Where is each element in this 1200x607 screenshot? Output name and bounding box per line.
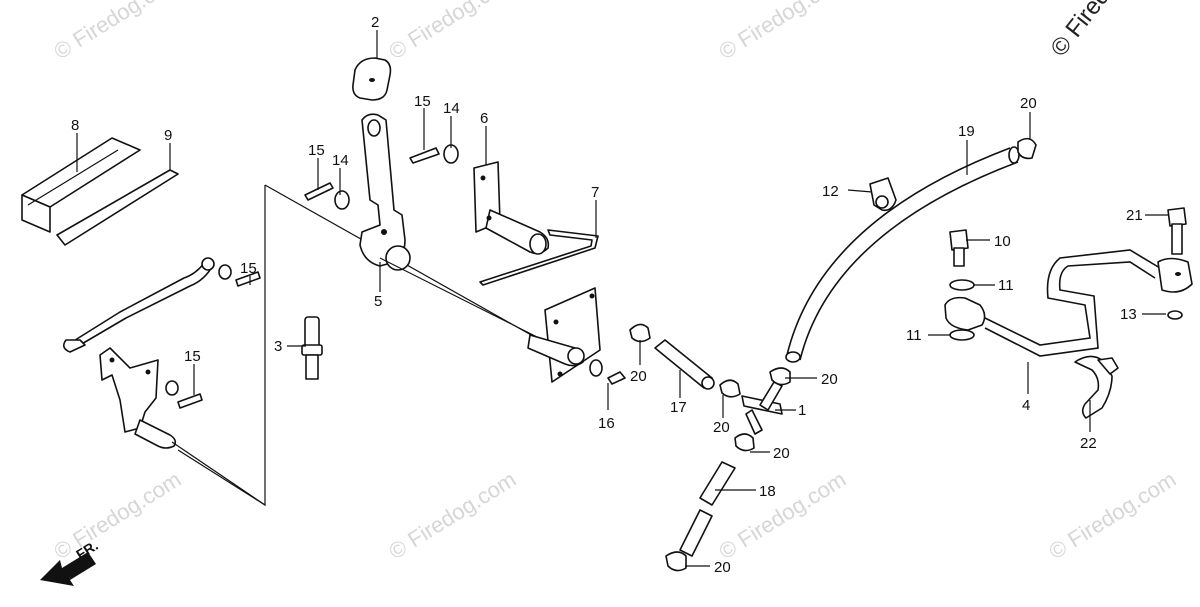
callout-22: 22 — [1080, 435, 1097, 452]
part-2-pad — [352, 57, 392, 101]
watermark: © Firedog.com — [49, 0, 185, 64]
clamp-20 — [769, 367, 791, 386]
pin-15 — [409, 147, 440, 164]
callout-21: 21 — [1126, 207, 1143, 224]
callout-20: 20 — [773, 445, 790, 462]
callout-11: 11 — [998, 277, 1014, 294]
callout-14: 14 — [332, 152, 349, 169]
callout-15: 15 — [414, 93, 431, 110]
watermark: © Firedog.com — [384, 0, 520, 64]
pin — [607, 371, 626, 385]
part-19-hose — [785, 146, 1020, 363]
watermark-corner: © Firedog — [1045, 0, 1131, 62]
washer — [165, 380, 179, 396]
clamp-20 — [629, 323, 651, 343]
left-bracket — [99, 347, 266, 506]
clamp-20 — [734, 433, 755, 452]
part-22-strap — [1074, 355, 1119, 419]
callout-20: 20 — [714, 559, 731, 576]
part-18-hose — [679, 461, 736, 557]
callout-19: 19 — [958, 123, 975, 140]
part-3-stud — [301, 316, 323, 380]
watermark: © Firedog.com — [714, 466, 850, 564]
callout-5: 5 — [374, 293, 382, 310]
callout-13: 13 — [1120, 306, 1137, 323]
callout-1: 1 — [798, 402, 806, 419]
clamp-20 — [1017, 137, 1037, 160]
callout-2: 2 — [371, 14, 379, 31]
base-plate — [527, 287, 601, 383]
callout-6: 6 — [480, 110, 488, 127]
callout-14: 14 — [443, 100, 460, 117]
watermark: © Firedog.com — [49, 466, 185, 564]
callout-9: 9 — [164, 127, 172, 144]
clamp-20 — [665, 551, 687, 572]
callout-7: 7 — [591, 184, 599, 201]
part-6-bracket — [473, 161, 550, 255]
callout-15: 15 — [240, 260, 257, 277]
callout-12: 12 — [822, 183, 839, 200]
callout-15: 15 — [308, 142, 325, 159]
clamp-20 — [719, 379, 741, 398]
callout-10: 10 — [994, 233, 1011, 250]
watermark: © Firedog.com — [1044, 466, 1180, 564]
callout-labels: 1 2 3 4 5 6 7 8 9 10 11 11 12 13 14 14 1… — [71, 14, 1143, 576]
callout-3: 3 — [274, 338, 282, 355]
lever-rod — [62, 257, 215, 353]
assembly-guide-lines — [177, 184, 541, 507]
callout-11: 11 — [906, 327, 922, 344]
washer-14 — [334, 190, 350, 210]
callout-15: 15 — [184, 348, 201, 365]
callout-17: 17 — [670, 399, 687, 416]
washer — [589, 359, 603, 377]
callout-4: 4 — [1022, 397, 1030, 414]
washer-13 — [1167, 310, 1183, 320]
part-21-bolt — [1167, 207, 1187, 255]
callout-20: 20 — [713, 419, 730, 436]
watermark: © Firedog.com — [714, 0, 850, 64]
callout-20: 20 — [1020, 95, 1037, 112]
part-12-clip — [869, 177, 897, 212]
washer — [218, 264, 232, 280]
part-8-plate — [21, 137, 141, 233]
watermark: © Firedog.com — [384, 466, 520, 564]
pin-15 — [235, 271, 261, 287]
pin-15 — [304, 182, 334, 201]
callout-16: 16 — [598, 415, 615, 432]
callout-8: 8 — [71, 117, 79, 134]
part-10-bolt — [949, 229, 969, 267]
washer-11 — [949, 329, 975, 341]
leader-lines — [76, 30, 1168, 567]
part-7-rod — [479, 229, 599, 286]
callout-20: 20 — [821, 371, 838, 388]
washer-11 — [949, 279, 975, 291]
pin-15 — [177, 393, 203, 409]
callout-20: 20 — [630, 368, 647, 385]
part-1-t-joint — [741, 381, 783, 435]
callout-18: 18 — [759, 483, 776, 500]
part-9-strip — [56, 169, 179, 246]
part-17-hose — [654, 339, 715, 390]
part-4-pipe — [944, 249, 1193, 357]
part-5-arm — [359, 113, 554, 346]
